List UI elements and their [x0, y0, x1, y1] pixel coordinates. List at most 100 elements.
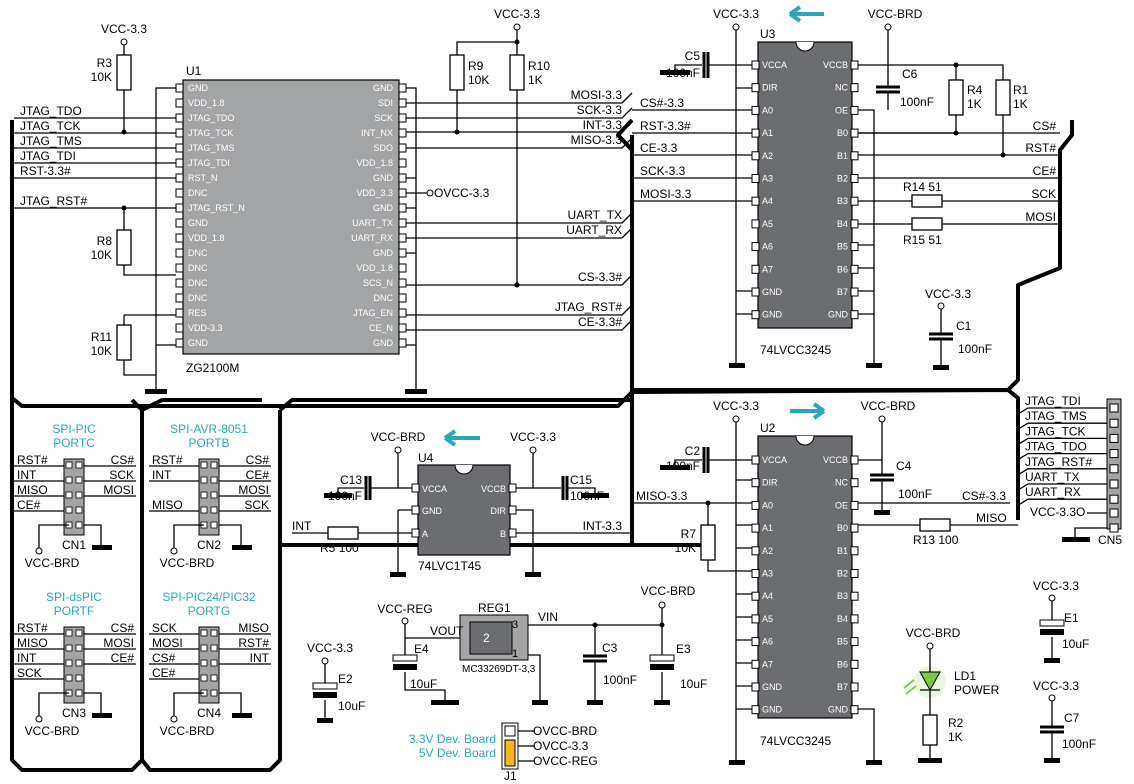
j1-ref: J1 — [504, 769, 517, 783]
u4-pin-label: VCCB — [481, 484, 506, 494]
u2-pin-label: B5 — [837, 637, 848, 647]
u3-pin-label: A7 — [762, 264, 773, 274]
j1-pin1 — [504, 725, 516, 737]
u2-pin — [850, 659, 859, 669]
u2-pin-label: A3 — [762, 569, 773, 579]
c3-ref: C3 — [602, 641, 618, 655]
u4-notch — [454, 464, 474, 475]
u1-pin — [398, 293, 407, 303]
u2-pin-label: B0 — [837, 523, 848, 533]
c2-val: 100nF — [666, 459, 700, 473]
gnd-c4 — [874, 510, 890, 515]
u3-pin-label: A0 — [762, 105, 773, 115]
cn3-pin — [75, 644, 83, 652]
net-label: JTAG_TDO — [20, 104, 82, 118]
u3-pin-label: A2 — [762, 151, 773, 161]
u3-pin-label: A4 — [762, 196, 773, 206]
cn3-pin — [75, 629, 83, 637]
u1-pin-label: VDD_3.3 — [356, 188, 393, 198]
c15-body — [561, 476, 569, 500]
c13-body — [364, 476, 372, 500]
r13-label: R13 100 — [913, 533, 959, 547]
reg1-pin1: 1 — [512, 648, 518, 660]
r4-ref: R4 — [967, 83, 983, 97]
u2-pin-label: B2 — [837, 569, 848, 579]
u2-pin — [751, 500, 760, 510]
vccreg-node — [401, 617, 409, 625]
cn1-pin — [65, 506, 73, 514]
u1-pin — [398, 308, 407, 318]
vcc-r9r10: VCC-3.3 — [494, 7, 540, 21]
u1-pin-label: SCS_N — [363, 278, 393, 288]
cn4-pin — [210, 644, 218, 652]
r9-ref: R9 — [468, 59, 484, 73]
cn2-pin — [200, 506, 208, 514]
u2-pin — [850, 569, 859, 578]
junction — [705, 500, 711, 506]
u4-int: INT — [292, 519, 312, 533]
cn1-vcc: VCC-BRD — [25, 556, 80, 570]
vcc-r3-node — [120, 38, 128, 46]
c7-ref: C7 — [1064, 711, 1080, 725]
u1-pin — [175, 233, 184, 243]
net-wire — [406, 107, 633, 119]
cn1-pin — [65, 476, 73, 484]
j1-jumper[interactable] — [504, 739, 516, 767]
gnd-u4b — [525, 572, 541, 577]
c1-vcc: VCC-3.3 — [925, 287, 971, 301]
u4-pin-label: DIR — [491, 506, 507, 516]
r9-body — [449, 54, 465, 91]
u1-pin — [398, 98, 407, 108]
vcc-node — [35, 547, 43, 555]
cn4-title: SPI-PIC24/PIC32 — [162, 590, 256, 604]
u3-pin-label: A3 — [762, 174, 773, 184]
u4-pin — [508, 483, 517, 493]
u1-pin — [398, 113, 407, 123]
u3-pin — [751, 219, 760, 229]
gnd-c15 — [581, 493, 609, 498]
cn3-pin — [75, 659, 83, 667]
u3-pin-label: GND — [762, 287, 783, 297]
e4-val: 10uF — [410, 677, 437, 691]
u1-pin-label: DNC — [188, 188, 208, 198]
r8-body — [116, 229, 132, 266]
u1-pin — [175, 188, 184, 198]
u3-pin-label: A5 — [762, 219, 773, 229]
c7-vcc-node — [1048, 694, 1056, 702]
cn4-pin — [200, 659, 208, 667]
u2-pin-label: A0 — [762, 500, 773, 510]
junction — [659, 622, 665, 628]
u1-pin-label: SDI — [378, 98, 393, 108]
cn5-pin — [1109, 418, 1119, 428]
vcc-wire — [38, 524, 69, 548]
u3-pin — [850, 128, 859, 138]
cn1-left-label: CE# — [17, 498, 41, 512]
u3-pin-label: DIR — [762, 83, 778, 93]
cn4-right-label: RST# — [238, 636, 269, 650]
e1-ref: E1 — [1064, 611, 1079, 625]
c3-val: 100nF — [603, 673, 637, 687]
u4-int33: INT-3.3 — [583, 519, 623, 533]
cn3-pin — [75, 674, 83, 682]
u2-pin-label: A1 — [762, 523, 773, 533]
e2-ref: E2 — [338, 672, 353, 686]
cn5-pin — [1109, 508, 1119, 518]
e1-val: 10uF — [1062, 637, 1089, 651]
net-label: JTAG_TMS — [20, 134, 82, 148]
c13-val: 100nF — [328, 489, 362, 503]
u1-pin-label: SDO — [373, 143, 393, 153]
u2-miso: MISO — [976, 511, 1007, 525]
u2-pin-label: B3 — [837, 591, 848, 601]
c1-body — [929, 332, 953, 341]
u4-vccbrd: VCC-BRD — [371, 430, 426, 444]
u4-pin — [411, 528, 420, 538]
u2-pin-label: A2 — [762, 546, 773, 556]
gnd-u4 — [390, 572, 406, 577]
cn5-wire — [1017, 452, 1107, 461]
cn3-pin — [65, 674, 73, 682]
u3-pin — [850, 310, 859, 320]
cn2-title: SPI-AVR-8051 — [170, 422, 248, 436]
reg1-pin2: 2 — [483, 631, 490, 645]
u3-pin-label: B7 — [837, 287, 848, 297]
